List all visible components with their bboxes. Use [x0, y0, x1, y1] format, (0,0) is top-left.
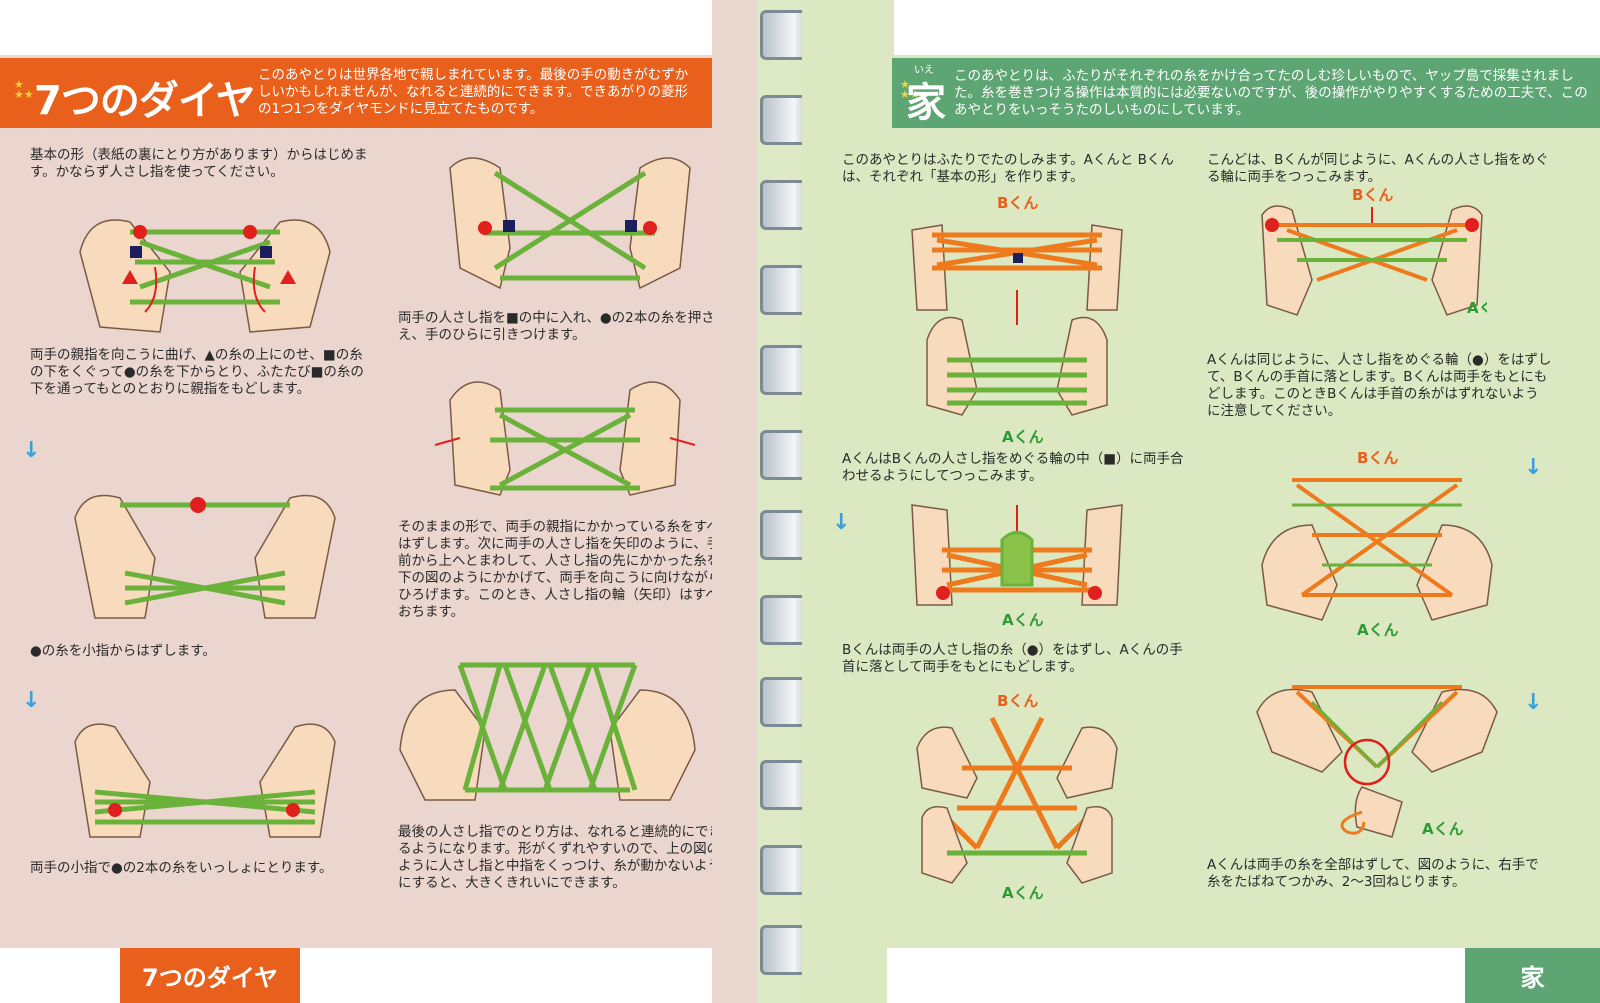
hand-illustration [399, 662, 696, 801]
hand-illustration: Bくん Aくん [1261, 449, 1493, 639]
label-a: Aくん [1002, 611, 1044, 629]
left-page: ★★★ 7つのダイヤ このあやとりは世界各地で親しまれています。最後の手の動きが… [0, 0, 712, 1003]
hand-illustration: Bくん Aくん [916, 692, 1118, 902]
stars-icon: ★★★ [900, 78, 920, 101]
down-arrow-icon: ↓ [1524, 690, 1543, 715]
page-margin-top [0, 0, 712, 55]
step-text: 両手の人さし指を■の中に入れ、●の2本の糸を押さえ、手のひらに引きつけます。 [398, 310, 712, 343]
step-text: 最後の人さし指でのとり方は、なれると連続的にできるようになります。形がくずれやす… [398, 824, 712, 891]
hand-illustration: Aくん [1256, 685, 1498, 838]
hand-illustration: Bくん Aくん [1261, 186, 1487, 317]
step-text: Aくんは同じように、人さし指をめぐる輪（●）をはずして、Bくんの手首に落とします… [1207, 352, 1552, 419]
title-description: このあやとりは、ふたりがそれぞれの糸をかけ合ってたのしむ珍しいもので、ヤップ島で… [954, 68, 1588, 118]
label-b: Bくん [1357, 449, 1398, 467]
title-banner: ★★★ いえ 家 このあやとりは、ふたりがそれぞれの糸をかけ合ってたのしむ珍しい… [892, 58, 1600, 128]
label-a: Aくん [1422, 820, 1464, 838]
page-title: 家 [906, 80, 946, 126]
hand-illustration: Bくん Aくん [911, 194, 1123, 445]
step-text: そのままの形で、両手の親指にかかっている糸をすべてはずします。次に両手の人さし指… [398, 519, 712, 620]
label-b: Bくん [997, 692, 1038, 710]
page-margin-bottom [887, 948, 1465, 1003]
step-text: こんどは、Bくんが同じように、Aくんの人さし指をめぐる輪に両手をつっこみます。 [1207, 152, 1549, 185]
page-title: 7つのダイヤ [34, 78, 256, 124]
down-arrow-icon: ↓ [832, 510, 851, 535]
down-arrow-icon: ↓ [22, 688, 41, 713]
label-a: Aくん [1002, 884, 1044, 902]
stars-icon: ★★★ [14, 78, 34, 101]
step-text: Aくんは両手の糸を全部はずして、図のように、右手で糸をたばねてつかみ、2〜3回ね… [1207, 857, 1539, 890]
label-b: Bくん [997, 194, 1038, 212]
page-margin-top [894, 0, 1600, 55]
title-banner: ★★★ 7つのダイヤ このあやとりは世界各地で親しまれています。最後の手の動きが… [0, 58, 712, 128]
label-a: Aくん [1002, 428, 1044, 445]
title-ruby: いえ [914, 65, 934, 76]
hand-illustration [434, 381, 696, 496]
title-description: このあやとりは世界各地で親しまれています。最後の手の動きがむずかしいかもしれませ… [258, 67, 689, 117]
down-arrow-icon: ↓ [1524, 455, 1543, 480]
page-margin-bottom [300, 948, 712, 1003]
binding-spine [712, 0, 802, 1003]
step-text: ●の糸を小指からはずします。 [30, 643, 216, 659]
label-b: Bくん [1352, 186, 1393, 204]
hand-illustration: Aくん [911, 504, 1123, 629]
page-tab[interactable]: 7つのダイヤ [120, 948, 300, 1003]
hand-illustration [449, 157, 691, 290]
page-margin-bottom [0, 948, 120, 1003]
hand-illustration [79, 219, 331, 333]
hand-illustration [74, 723, 336, 838]
label-a: Aくん [1357, 621, 1399, 639]
page-tab[interactable]: 家 [1465, 948, 1600, 1003]
step-text: 両手の親指を向こうに曲げ、▲の糸の上にのせ、■の糸の下をくぐって●の糸を下からと… [30, 347, 364, 397]
step-text: 両手の小指で●の2本の糸をいっしょにとります。 [30, 860, 333, 876]
step-text: このあやとりはふたりでたのしみます。Aくんと Bくんは、それぞれ「基本の形」を作… [842, 152, 1174, 185]
down-arrow-icon: ↓ [22, 438, 41, 463]
hand-illustration [74, 494, 336, 619]
label-a: Aくん [1467, 299, 1487, 317]
step-text: AくんはBくんの人さし指をめぐる輪の中（■）に両手合わせるようにしてつっこみます… [842, 451, 1184, 484]
step-text: 基本の形（表紙の裏にとり方があります）からはじめます。かならず人さし指を使ってく… [30, 147, 368, 180]
step-text: Bくんは両手の人さし指の糸（●）をはずし、Aくんの手首に落として両手をもとにもど… [842, 642, 1183, 675]
right-page: ↓ このあやとりはふたりでたのしみます。Aくんと Bくんは、それぞれ「基本の形」… [802, 0, 1600, 1003]
